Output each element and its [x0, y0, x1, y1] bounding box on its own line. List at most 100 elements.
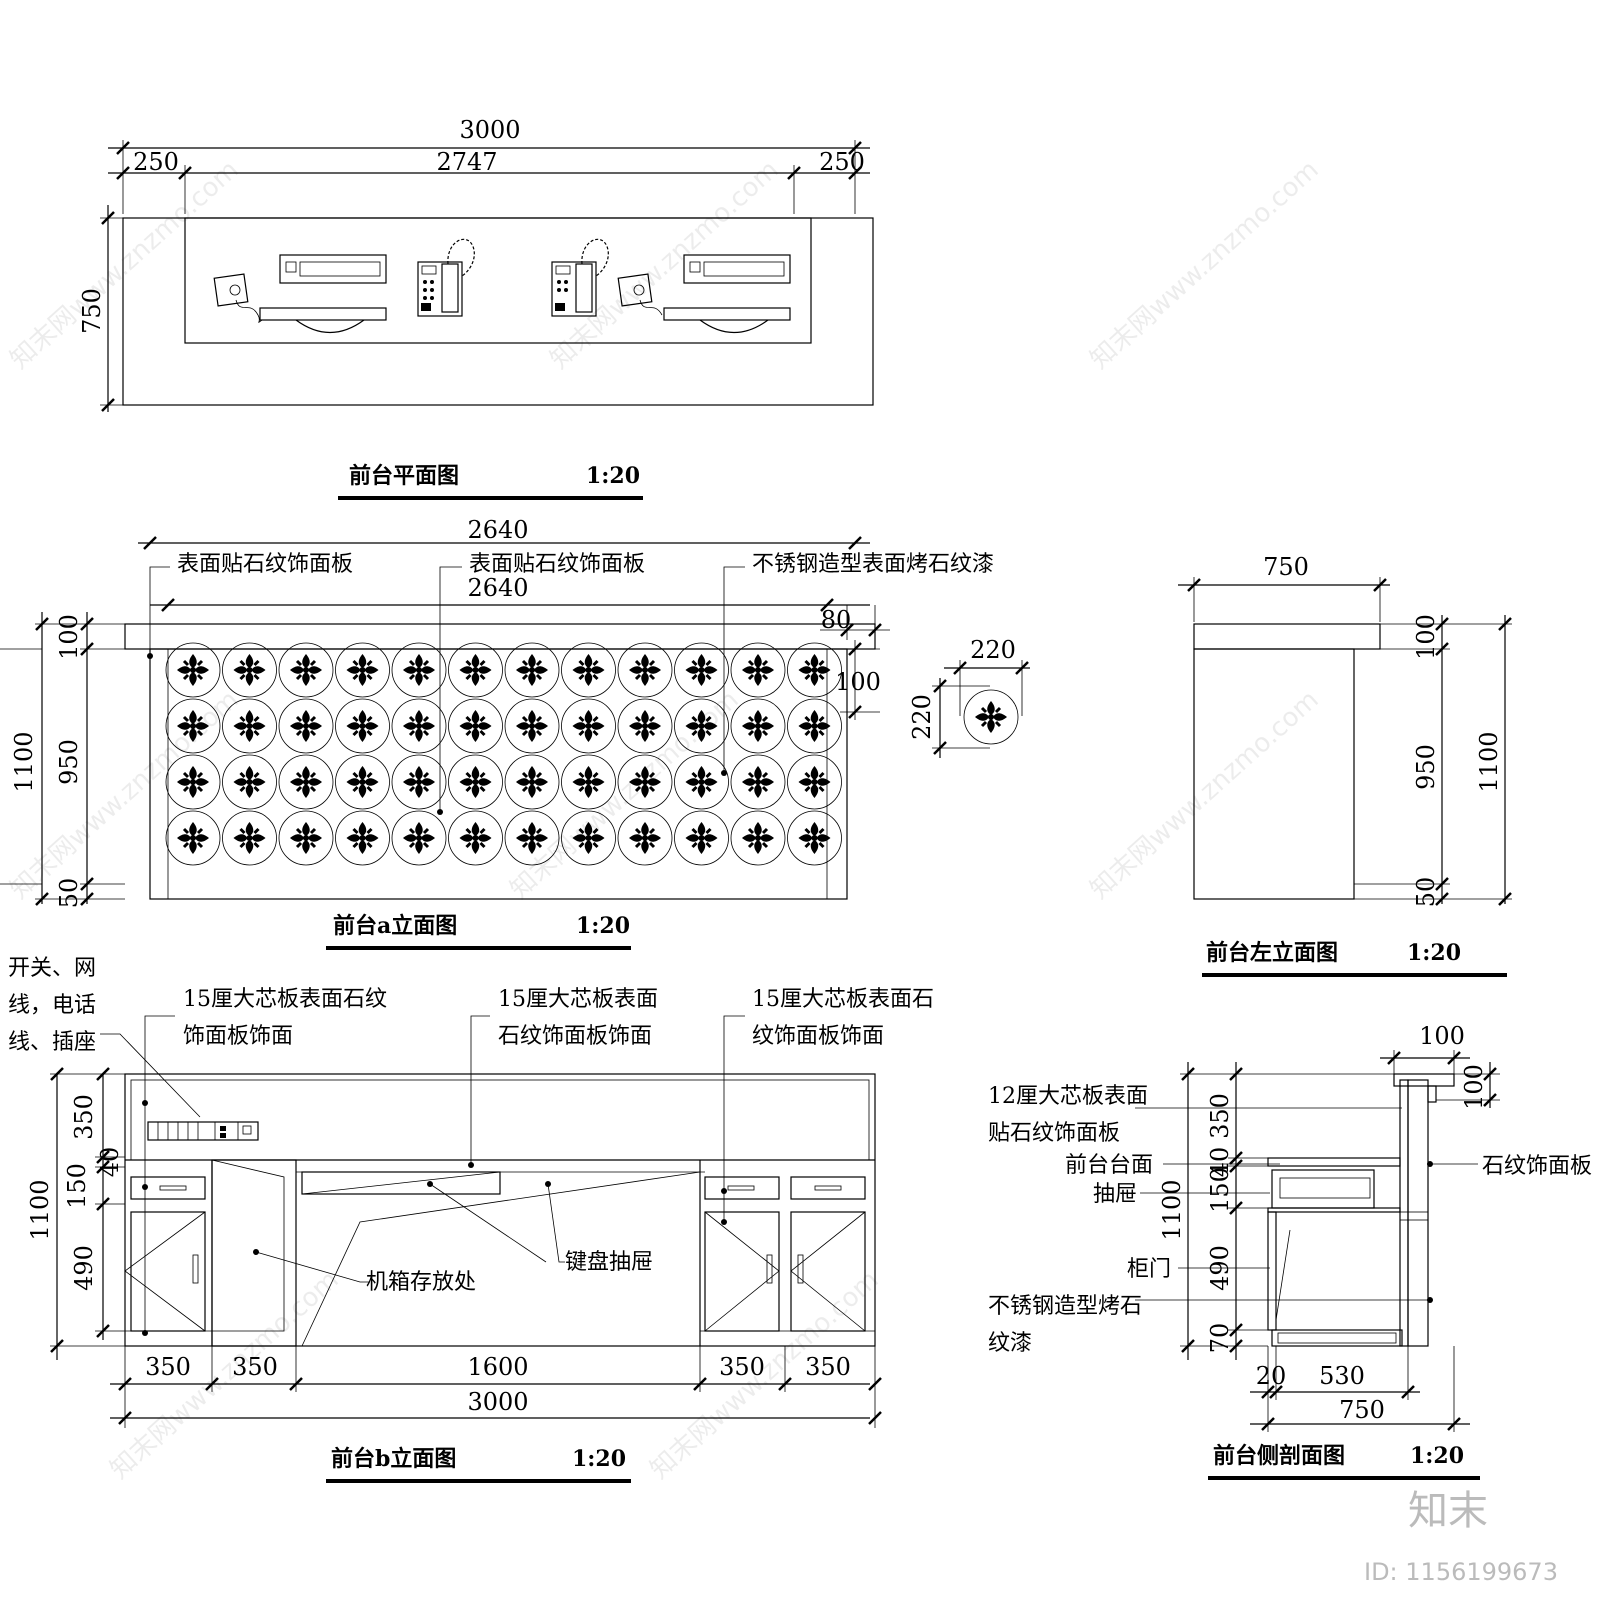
left-title: 前台左立面图 — [1206, 940, 1338, 966]
elev-a-dim-right: 100 — [835, 668, 881, 696]
b-scale: 1:20 — [572, 1446, 626, 1472]
watermark-2: 知末网www.znzmo.com — [545, 155, 785, 375]
stone-pattern-tile — [447, 641, 504, 699]
elev-a-dim-top-h: 100 — [55, 614, 83, 660]
stone-pattern-tile — [334, 809, 391, 867]
stone-pattern-tile — [277, 697, 335, 755]
plan-dim-depth: 750 — [78, 288, 106, 334]
plan-view: 3000 250 2747 250 750 — [78, 116, 874, 500]
b-note-3b: 纹饰面板饰面 — [752, 1024, 884, 1049]
b-counter-body — [124, 1073, 876, 1347]
b-drawer-3 — [790, 1176, 866, 1200]
sec-dim-v3: 150 — [1206, 1167, 1234, 1213]
sec-dim-top-w: 100 — [1419, 1022, 1465, 1050]
sec-door — [1267, 1211, 1277, 1331]
stone-pattern-tile — [503, 641, 561, 699]
socket-panel-icon — [147, 1121, 259, 1141]
stone-pattern-grid — [164, 641, 843, 867]
b-note-switch-2: 线，电话 — [8, 993, 96, 1018]
sec-stone-panel — [1407, 1079, 1429, 1347]
stone-pattern-tile — [277, 753, 335, 811]
stone-pattern-tile — [390, 641, 448, 699]
sec-counter-top — [1267, 1157, 1401, 1167]
elev-a-dim-base: 50 — [55, 878, 83, 909]
plan-title: 前台平面图 — [349, 463, 459, 489]
watermark-1: 知末网www.znzmo.com — [5, 155, 245, 375]
sec-note-steel-b: 纹漆 — [988, 1331, 1032, 1356]
card-reader-left-icon — [213, 273, 263, 323]
plan-dim-left: 250 — [133, 148, 179, 176]
plan-scale: 1:20 — [586, 463, 640, 489]
sec-dim-v1: 350 — [1206, 1093, 1234, 1139]
counter-outline — [122, 217, 874, 406]
stone-pattern-tile — [221, 753, 278, 811]
sec-note-1a: 12厘大芯板表面 — [988, 1084, 1148, 1109]
b-note-2a: 15厘大芯板表面 — [498, 987, 658, 1012]
card-reader-right-icon — [617, 273, 663, 316]
b-drawer-1 — [130, 1176, 206, 1200]
sec-dim-v5: 70 — [1206, 1323, 1234, 1354]
sec-note-top: 前台台面 — [1065, 1153, 1153, 1178]
stone-pattern-tile — [390, 697, 448, 755]
stone-pattern-tile — [164, 641, 222, 699]
sec-note-door: 柜门 — [1127, 1257, 1171, 1282]
elev-a-dim-overhang: 80 — [821, 606, 852, 634]
sec-dim-top-h: 100 — [1460, 1064, 1488, 1110]
work-surface — [184, 217, 812, 344]
sec-top-cap — [1393, 1073, 1455, 1087]
sec-back-panel — [1399, 1079, 1409, 1347]
stone-pattern-tile — [616, 809, 674, 867]
b-dim-v3: 150 — [63, 1163, 91, 1209]
left-dim-width: 750 — [1263, 553, 1309, 581]
stone-pattern-tile — [616, 641, 674, 699]
watermark-6: 知末网www.znzmo.com — [1085, 685, 1325, 905]
stone-pattern-tile — [447, 697, 504, 755]
b-dim-h1: 350 — [145, 1353, 191, 1381]
sec-note-drawer: 抽屉 — [1093, 1182, 1137, 1207]
elev-a-dim-panel: 950 — [55, 739, 83, 785]
stone-pattern-tile — [334, 641, 391, 699]
sec-dim-overall: 750 — [1339, 1396, 1385, 1424]
brand-logo: 知末 — [1408, 1488, 1488, 1534]
b-title: 前台b立面图 — [331, 1446, 456, 1472]
b-note-keyboard: 键盘抽屉 — [565, 1250, 653, 1275]
stone-pattern-tile — [334, 697, 391, 755]
b-door-1 — [130, 1211, 206, 1332]
watermark-3: 知末网www.znzmo.com — [1085, 155, 1325, 375]
stone-pattern-tile — [786, 641, 843, 699]
computer-left-icon — [259, 254, 387, 333]
stone-pattern-tile — [503, 697, 561, 755]
stone-pattern-tile — [673, 809, 730, 867]
stone-pattern-tile — [503, 753, 561, 811]
elevation-b: 开关、网 线，电话 线、插座 15厘大芯板表面石纹 饰面板饰面 15厘大芯板表面… — [8, 956, 934, 1483]
sec-note-steel-a: 不锈钢造型烤石 — [988, 1294, 1142, 1319]
stone-pattern-tile — [334, 753, 391, 811]
sec-note-stone: 石纹饰面板 — [1482, 1154, 1592, 1179]
sec-note-1b: 贴石纹饰面板 — [988, 1121, 1120, 1146]
plan-dim-middle: 2747 — [436, 148, 497, 176]
stone-pattern-tile — [447, 753, 504, 811]
stone-pattern-tile — [786, 753, 843, 811]
b-note-3a: 15厘大芯板表面石 — [752, 987, 934, 1012]
elev-a-note-3: 不锈钢造型表面烤石纹漆 — [752, 552, 994, 577]
sec-dim-v2: 40 — [1206, 1147, 1234, 1178]
elev-a-front-panel — [149, 648, 848, 900]
stone-pattern-tile — [164, 809, 222, 867]
elevation-a: 2640 2640 表面贴石纹饰面板 表面贴石纹饰面板 不锈钢造型表面烤石纹漆 … — [0, 516, 994, 950]
b-dim-h3: 1600 — [467, 1353, 528, 1381]
sec-dim-total: 1100 — [1158, 1179, 1186, 1240]
detail-dim-w: 220 — [970, 636, 1016, 664]
left-dim-mid: 950 — [1412, 744, 1440, 790]
stone-pattern-tile — [729, 809, 787, 867]
elev-a-countertop — [124, 623, 876, 650]
left-countertop — [1193, 623, 1381, 650]
elev-a-scale: 1:20 — [576, 913, 630, 939]
telephone-left-icon — [417, 238, 475, 317]
b-case-storage — [211, 1159, 297, 1347]
pattern-detail: 220 220 — [908, 636, 1030, 758]
detail-dim-h: 220 — [908, 694, 936, 740]
sec-dim-b2: 530 — [1319, 1362, 1365, 1390]
computer-right-icon — [663, 254, 791, 333]
image-id: ID: 1156199673 — [1364, 1558, 1558, 1586]
